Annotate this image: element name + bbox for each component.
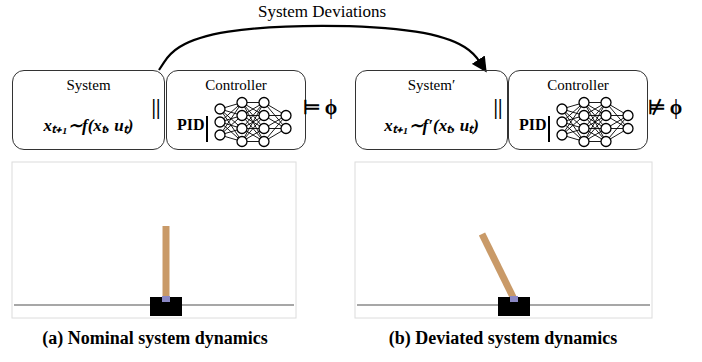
nn-neuron [281,124,291,134]
parallel-composition: || [490,96,506,119]
nn-neuron [237,111,247,121]
nn-neuron [623,111,633,121]
nn-link [584,103,606,142]
nn-neuron [601,124,611,134]
controller-box: ControllerPID [508,70,648,150]
sim-panel [355,162,652,318]
parallel-composition: || [148,96,164,119]
cart [150,297,182,316]
nn-neuron [259,137,269,147]
nn-neuron [557,104,567,114]
separator-bar [548,116,550,142]
nn-link [584,103,606,142]
nn-neuron [259,98,269,108]
sim-panel [12,162,296,318]
nn-neuron [579,124,589,134]
nn-neuron [601,98,611,108]
nn-neuron [557,130,567,140]
nn-neuron [623,124,633,134]
box-heading: Controller [167,77,305,94]
nn-neuron [579,137,589,147]
pole [482,234,514,299]
system-box: System xₜ₊₁∼f(xₜ, uₜ) [12,70,165,150]
cart [498,297,530,316]
nn-neuron [215,130,225,140]
nn-neuron [237,98,247,108]
deviation-arrow [159,26,485,70]
nn-neuron [601,111,611,121]
nn-link [242,103,264,142]
system-box: System′ xₜ₊₁∼f′(xₜ, uₜ) [355,70,508,150]
separator-bar [206,116,208,142]
nn-neuron [601,137,611,147]
pole [163,226,170,299]
box-heading: System′ [356,77,507,94]
box-heading: System [13,77,164,94]
nn-neuron [579,98,589,108]
nn-neuron [215,104,225,114]
box-heading: Controller [509,77,647,94]
hinge [162,296,170,302]
nn-link [242,103,264,142]
dynamics-formula: xₜ₊₁∼f(xₜ, uₜ) [13,116,164,136]
nn-neuron [237,137,247,147]
nn-neuron [579,111,589,121]
neural-net-icon [215,98,291,147]
panel-caption: (b) Deviated system dynamics [350,328,656,349]
nn-neuron [215,117,225,127]
satisfies-symbol: ⊨ ϕ [298,96,342,119]
neural-net-icon [557,98,633,147]
nn-neuron [557,117,567,127]
edge-label: System Deviations [255,2,389,22]
nn-neuron [281,111,291,121]
dynamics-formula: xₜ₊₁∼f′(xₜ, uₜ) [356,116,507,136]
nn-neuron [259,124,269,134]
controller-type: PID [177,116,205,134]
controller-box: ControllerPID [166,70,306,150]
nn-neuron [237,124,247,134]
nn-neuron [259,111,269,121]
controller-type: PID [519,116,547,134]
not-satisfies-symbol: ⊭ ϕ [640,96,690,119]
hinge [510,296,518,302]
panel-caption: (a) Nominal system dynamics [2,328,308,349]
